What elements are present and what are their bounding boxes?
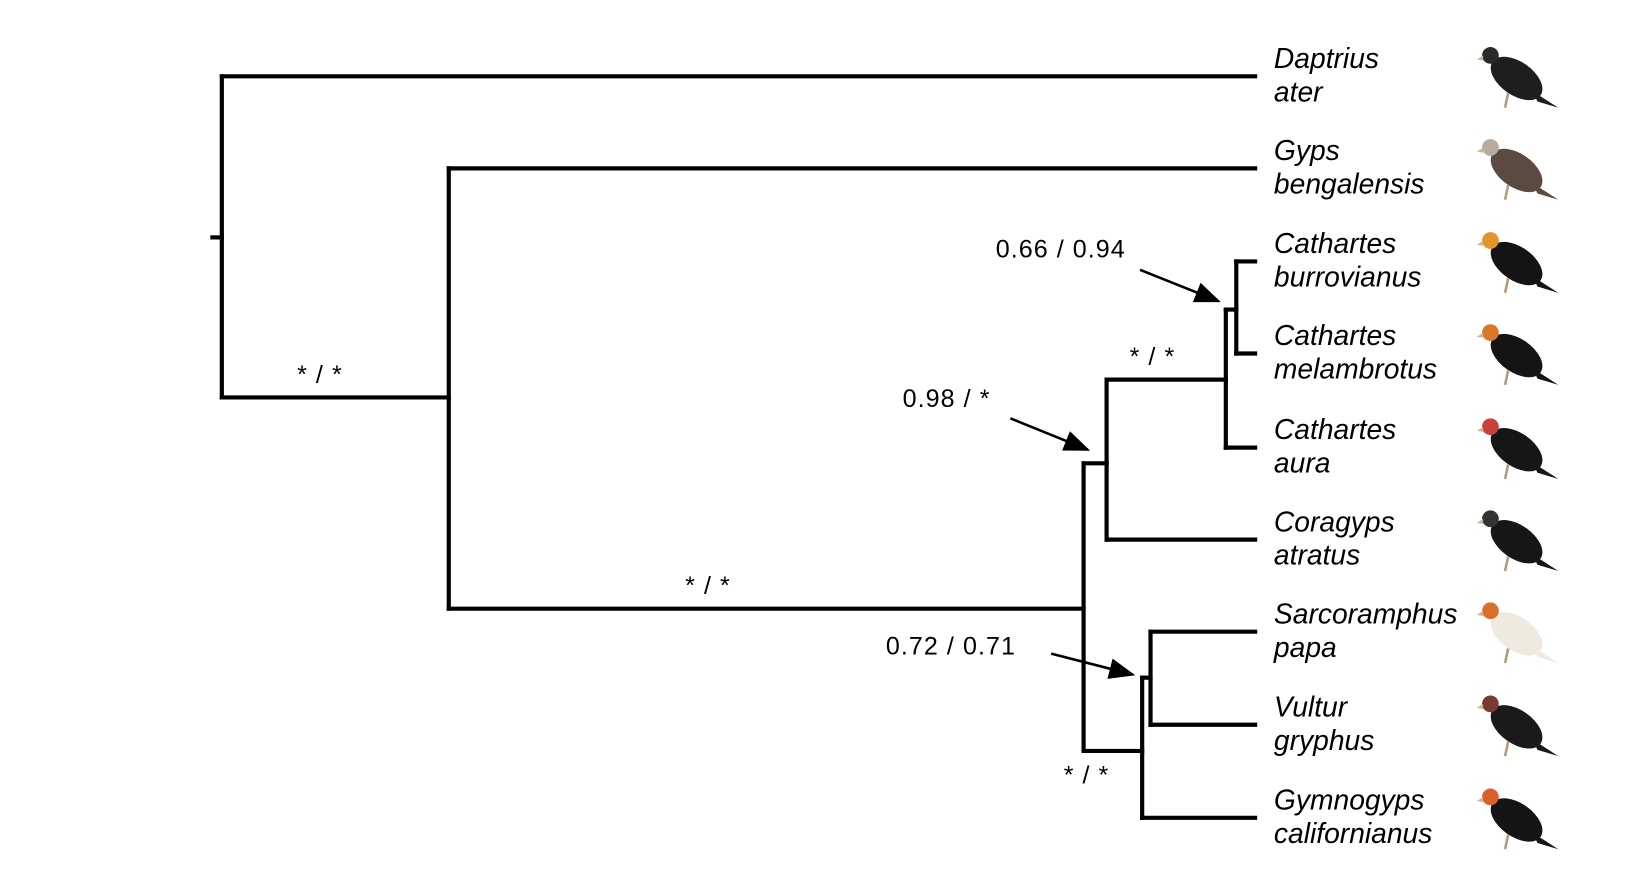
taxon-genus: Cathartes [1274,413,1396,445]
taxon-species: bengalensis [1274,167,1425,199]
support-label: * / * [1064,761,1110,789]
support-label: * / * [685,572,731,600]
taxon-species: aura [1274,447,1330,479]
support-label: 0.66 / 0.94 [996,235,1126,263]
bird-illustration-icon [1476,324,1559,386]
bird-illustration-icon [1476,47,1559,108]
taxon-genus: Daptrius [1274,42,1379,74]
taxon-genus: Cathartes [1274,227,1396,259]
support-label: 0.72 / 0.71 [886,633,1016,661]
taxon-species: gryphus [1274,724,1374,756]
taxon-species: papa [1273,631,1337,663]
taxon-genus: Vultur [1274,690,1349,722]
support-label: * / * [297,361,343,389]
taxon-genus: Cathartes [1274,319,1396,351]
tree-branches [210,74,1258,820]
taxon-genus: Coragyps [1274,505,1395,537]
taxon-species: ater [1274,75,1324,107]
bird-illustration-icon [1476,510,1559,572]
taxon-species: melambrotus [1274,353,1437,385]
arrow-cathartes-node [1139,268,1221,303]
bird-illustration-icon [1476,695,1559,757]
taxon-genus: Gyps [1274,134,1340,166]
bird-illustration-icon [1476,602,1559,664]
bird-illustration-icon [1476,139,1559,201]
support-label: * / * [1130,343,1176,371]
taxon-species: californianus [1274,817,1432,849]
support-values: * / * * / * 0.66 / 0.94 * / * 0.98 / * 0… [297,235,1176,789]
taxon-species: burrovianus [1274,261,1421,293]
arrow-cathartes-coragyps-node [1009,417,1091,451]
taxon-species: atratus [1274,539,1360,571]
bird-illustration-icon [1476,232,1559,294]
bird-illustration-icon [1476,418,1559,480]
taxon-genus: Gymnogyps [1274,783,1425,815]
taxon-genus: Sarcoramphus [1274,597,1458,629]
taxon-labels: DaptriusaterGypsbengalensisCathartesburr… [1273,42,1559,850]
support-label: 0.98 / * [903,385,991,413]
arrow-sarco-vultur-node [1050,652,1136,679]
bird-illustration-icon [1476,788,1559,850]
